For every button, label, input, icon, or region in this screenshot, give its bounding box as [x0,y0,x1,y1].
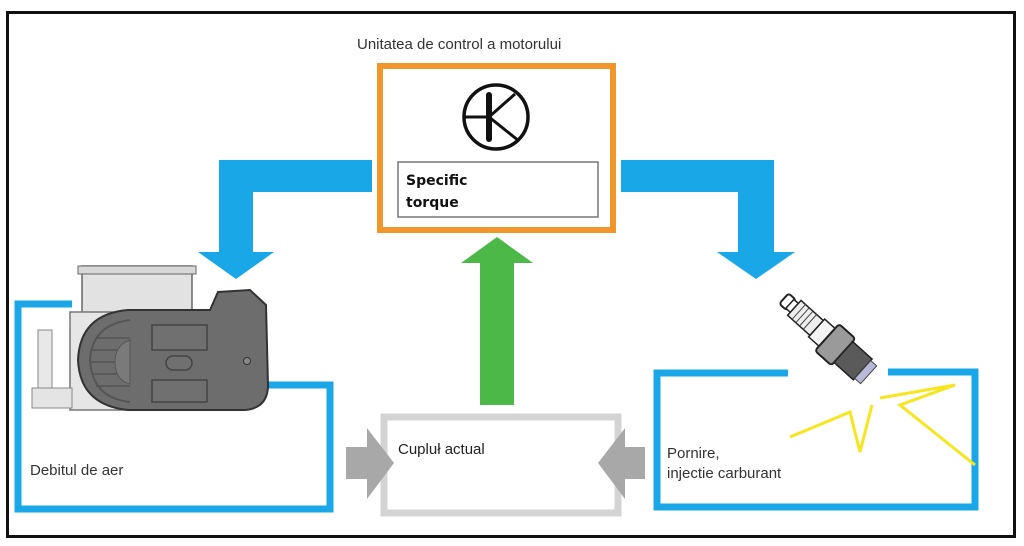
green-arrow-up [461,237,533,405]
ecu-box [377,63,616,233]
spec-line-2: torque [406,195,459,211]
ignition-line-1: Pornire, [667,445,720,462]
gray-arrow-right [598,428,645,499]
air-flow-label: Debitul de aer [30,462,124,479]
blue-arrow-right [621,160,795,279]
spark-plug-icon [779,293,878,385]
throttle-body-icon [31,265,270,411]
torque-k-icon [462,83,530,151]
ignition-label: Pornire, injectie carburant [667,444,781,484]
ignition-frame [653,368,979,511]
ignition-line-2: injectie carburant [667,465,782,482]
actual-torque-label: Cupluł actual [398,441,485,458]
ecu-spec-label: Specific torque [406,170,467,214]
actual-torque-box [380,413,622,517]
ecu-spec-box [397,161,599,218]
ecu-title: Unitatea de control a motorului [357,36,562,53]
blue-arrow-left [198,160,372,279]
air-flow-frame [14,300,334,513]
spec-line-1: Specific [406,173,468,189]
spark-icon [789,383,976,467]
gray-arrow-left [346,428,394,499]
